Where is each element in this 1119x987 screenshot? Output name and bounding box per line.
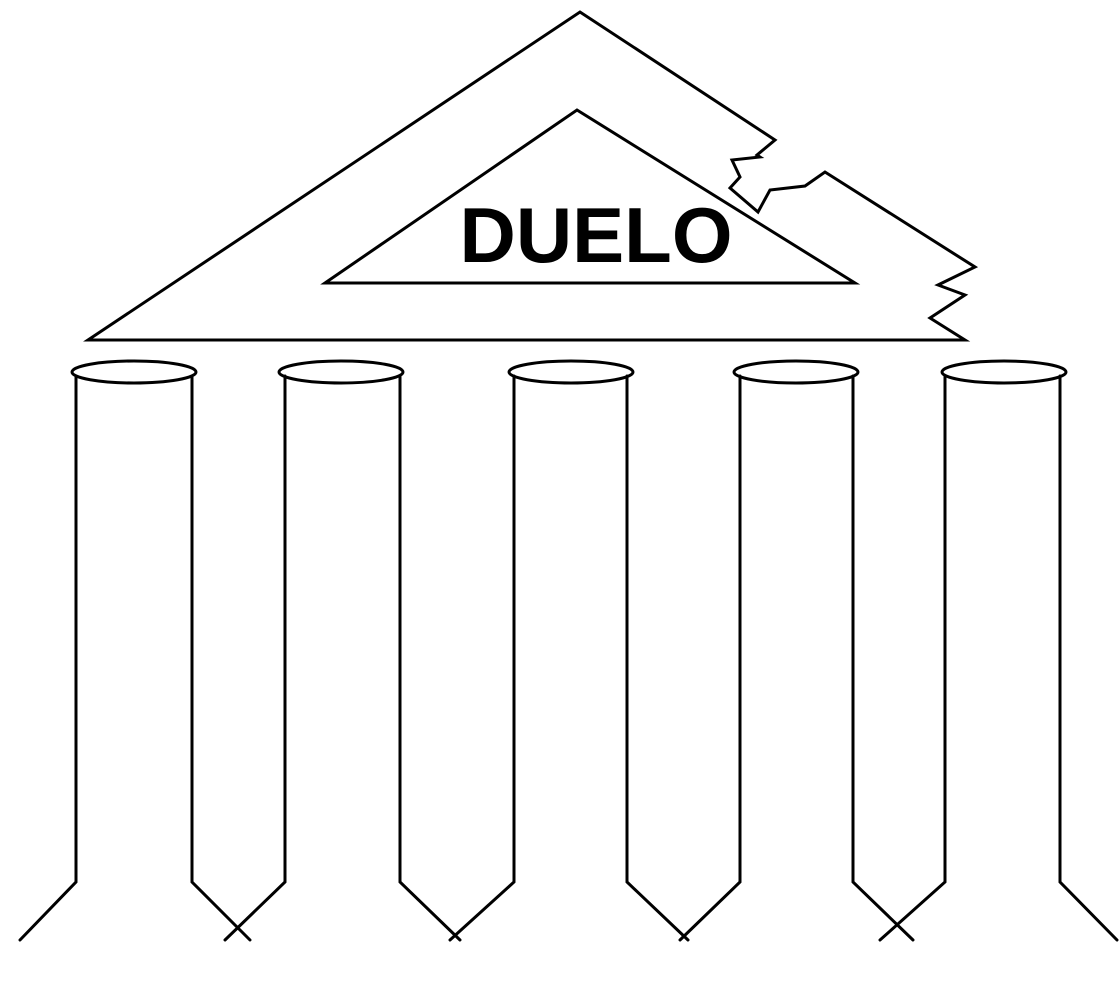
- column-1-capital: [72, 361, 196, 383]
- column-2-shaft: [225, 376, 460, 940]
- column-5: [880, 361, 1117, 940]
- roof-outer-cracked: [88, 12, 975, 340]
- pediment-label: DUELO: [460, 191, 733, 279]
- column-2-capital: [279, 361, 403, 383]
- column-4: [680, 361, 913, 940]
- column-1-shaft: [20, 376, 250, 940]
- column-5-shaft: [880, 376, 1117, 940]
- column-3-capital: [509, 361, 633, 383]
- column-4-shaft: [680, 376, 913, 940]
- column-2: [225, 361, 460, 940]
- column-3: [450, 361, 688, 940]
- column-4-capital: [734, 361, 858, 383]
- column-5-capital: [942, 361, 1066, 383]
- column-1: [20, 361, 250, 940]
- column-3-shaft: [450, 376, 688, 940]
